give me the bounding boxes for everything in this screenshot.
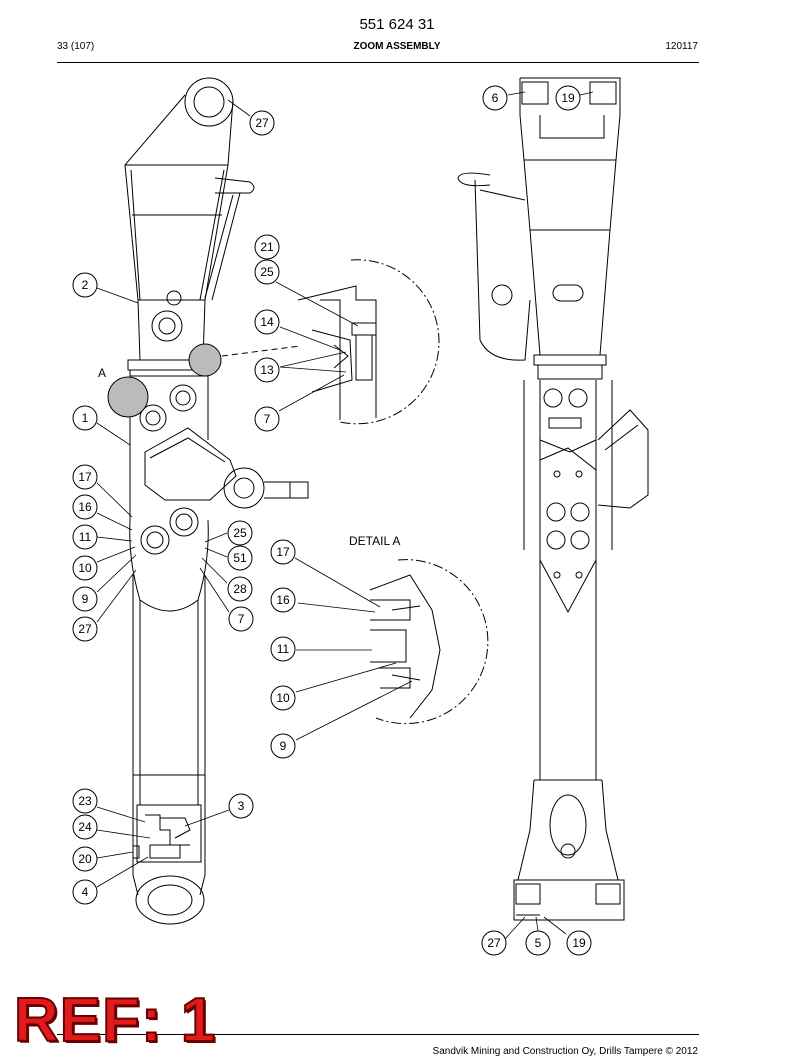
right-assembly-view: [457, 77, 649, 921]
callout-7-left: 7: [228, 606, 254, 632]
callout-11-detail: 11: [270, 636, 296, 662]
svg-text:9: 9: [82, 592, 89, 606]
svg-text:17: 17: [276, 545, 290, 559]
svg-text:20: 20: [78, 852, 92, 866]
callout-27-top: 27: [249, 110, 275, 136]
callout-19-top: 19: [555, 85, 581, 111]
callout-19-bottom: 19: [566, 930, 592, 956]
callout-11-left: 11: [72, 524, 98, 550]
svg-text:10: 10: [276, 691, 290, 705]
svg-text:19: 19: [572, 936, 586, 950]
callout-17-left: 17: [72, 464, 98, 490]
svg-text:5: 5: [535, 936, 542, 950]
callout-51: 51: [227, 545, 253, 571]
detail-a-label: DETAIL A: [349, 534, 400, 548]
svg-text:2: 2: [82, 278, 89, 292]
callout-10-left: 10: [72, 555, 98, 581]
svg-text:23: 23: [78, 794, 92, 808]
svg-text:11: 11: [277, 642, 290, 656]
svg-text:13: 13: [260, 363, 274, 377]
callout-20: 20: [72, 846, 98, 872]
svg-text:51: 51: [233, 551, 247, 565]
footer-rule: [57, 1034, 699, 1035]
callout-10-detail: 10: [270, 685, 296, 711]
svg-text:16: 16: [276, 593, 290, 607]
part-number: 551 624 31: [359, 16, 435, 33]
callout-27-bottom: 27: [481, 930, 507, 956]
callout-25-left: 25: [227, 520, 253, 546]
header-rule: [57, 62, 699, 63]
svg-text:3: 3: [238, 799, 245, 813]
svg-text:24: 24: [78, 820, 92, 834]
callout-25-detail: 25: [254, 259, 280, 285]
view-label-a: A: [98, 366, 106, 380]
callout-4: 4: [72, 879, 98, 905]
footer-copyright: Sandvik Mining and Construction Oy, Dril…: [432, 1046, 698, 1057]
svg-text:28: 28: [233, 582, 247, 596]
svg-text:17: 17: [78, 470, 92, 484]
callout-9-detail: 9: [270, 733, 296, 759]
callout-23: 23: [72, 788, 98, 814]
svg-text:16: 16: [78, 500, 92, 514]
callout-1: 1: [72, 405, 98, 431]
svg-text:11: 11: [79, 530, 92, 544]
doc-code: 120117: [665, 41, 698, 52]
svg-text:1: 1: [82, 411, 89, 425]
callout-17-detail: 17: [270, 539, 296, 565]
svg-text:19: 19: [561, 91, 575, 105]
callout-3: 3: [228, 793, 254, 819]
svg-text:25: 25: [233, 526, 247, 540]
svg-text:10: 10: [78, 561, 92, 575]
svg-text:27: 27: [78, 622, 92, 636]
svg-text:27: 27: [255, 116, 269, 130]
svg-text:25: 25: [260, 265, 274, 279]
svg-text:14: 14: [260, 315, 274, 329]
detail-upper: [297, 259, 440, 425]
callout-16-left: 16: [72, 494, 98, 520]
callout-16-detail: 16: [270, 587, 296, 613]
page-title: ZOOM ASSEMBLY: [353, 41, 441, 52]
callout-28: 28: [227, 576, 253, 602]
callout-2: 2: [72, 272, 98, 298]
ref-stamp: REF: 1: [13, 985, 217, 1056]
leader-lines: [96, 91, 594, 940]
svg-text:4: 4: [82, 885, 89, 899]
callout-9-left: 9: [72, 586, 98, 612]
svg-text:21: 21: [260, 240, 274, 254]
callout-7-detail: 7: [254, 406, 280, 432]
callout-21: 21: [254, 234, 280, 260]
svg-text:7: 7: [264, 412, 271, 426]
callout-5: 5: [525, 930, 551, 956]
callout-24: 24: [72, 814, 98, 840]
callout-14: 14: [254, 309, 280, 335]
left-assembly-view: [107, 77, 309, 925]
svg-text:6: 6: [492, 91, 499, 105]
callout-27-left: 27: [72, 616, 98, 642]
svg-text:27: 27: [487, 936, 501, 950]
svg-text:7: 7: [238, 612, 245, 626]
detail-a: [369, 559, 489, 725]
callout-6: 6: [482, 85, 508, 111]
svg-text:9: 9: [280, 739, 287, 753]
page-number: 33 (107): [57, 41, 95, 52]
callout-13: 13: [254, 357, 280, 383]
